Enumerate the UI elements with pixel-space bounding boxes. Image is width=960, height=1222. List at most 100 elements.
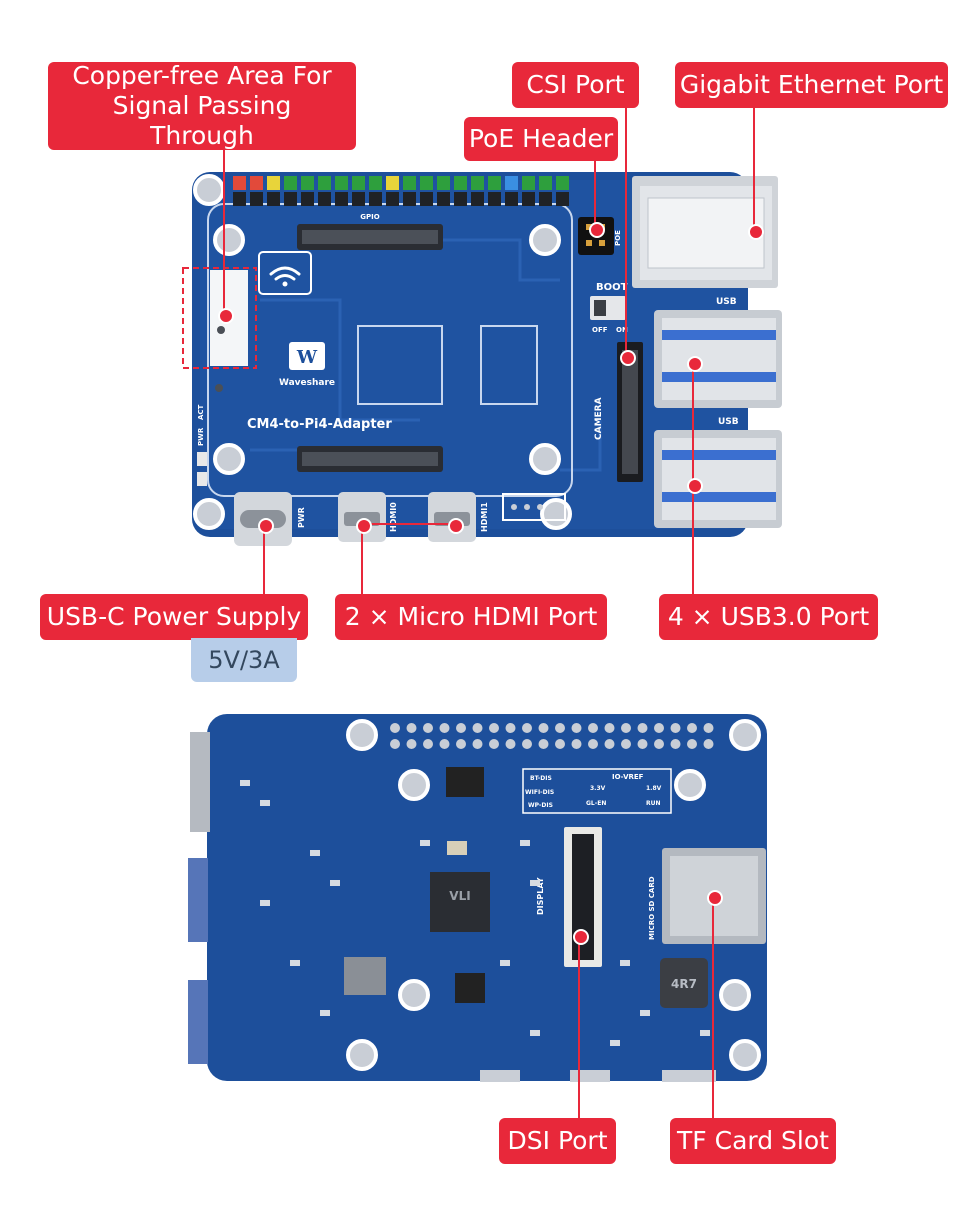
gpio-pin	[522, 192, 535, 206]
poe-header-marker	[589, 222, 605, 238]
gpio-pin	[267, 176, 280, 190]
gpio-pin	[556, 192, 569, 206]
gpio-pad	[670, 739, 681, 749]
gpio-pad	[439, 723, 450, 733]
usb-c-power-supply-label: USB-C Power Supply	[40, 594, 308, 640]
smd-part	[500, 960, 510, 966]
gpio-pin	[284, 192, 297, 206]
gpio-pad	[390, 739, 400, 749]
svg-text:W: W	[296, 347, 318, 368]
gpio-pad	[472, 723, 483, 733]
gpio-pin	[267, 192, 280, 206]
smd-part	[530, 880, 540, 886]
act-led-silkscreen: ACT	[197, 404, 205, 420]
tf-card-marker	[707, 890, 723, 906]
smd-part	[700, 1030, 710, 1036]
gpio-pin	[505, 192, 518, 206]
gpio-pin	[335, 176, 348, 190]
passive-components	[240, 780, 710, 1046]
csi-port-marker	[620, 350, 636, 366]
gpio-pad	[571, 739, 582, 749]
csi-port-label: CSI Port	[512, 62, 639, 108]
run-silkscreen: RUN	[646, 800, 661, 807]
gpio-pin	[386, 176, 399, 190]
display-silkscreen: DISPLAY	[536, 877, 545, 915]
usbc-marker	[258, 518, 274, 534]
gpio-pad	[703, 739, 714, 749]
gpio-pin	[471, 192, 484, 206]
gpio-pad	[555, 723, 565, 733]
poe-header-label: PoE Header	[464, 117, 618, 161]
gpio-pin	[420, 192, 433, 206]
smd-part	[420, 840, 430, 846]
gpio-pin	[522, 176, 535, 190]
gpio-pad	[621, 739, 631, 749]
usb3-port-label: 4 × USB3.0 Port	[659, 594, 878, 640]
gpio-pin	[233, 176, 246, 190]
gpio-pin	[471, 176, 484, 190]
gpio-pin	[505, 176, 518, 190]
gpio-pin	[556, 176, 569, 190]
poe-silkscreen: POE	[614, 230, 622, 246]
dsi-port-label: DSI Port	[499, 1118, 616, 1164]
gpio-pin	[318, 176, 331, 190]
gpio-pin	[488, 192, 501, 206]
copper-free-marker	[218, 308, 234, 324]
gpio-pin	[301, 176, 314, 190]
usb3-port-marker-bottom	[687, 478, 703, 494]
smd-part	[290, 960, 300, 966]
smd-part	[330, 880, 340, 886]
smd-part	[620, 960, 630, 966]
micro-sd-silkscreen: MICRO SD CARD	[648, 876, 656, 940]
gpio-pin	[318, 192, 331, 206]
gpio-pin	[352, 192, 365, 206]
gpio-pin	[454, 192, 467, 206]
gpio-pad	[439, 739, 450, 749]
usb3-ports-top	[654, 310, 782, 528]
gpio-pad	[406, 723, 417, 733]
usb3-port-marker-top	[687, 356, 703, 372]
gpio-pad	[423, 723, 433, 733]
pwr-led-silkscreen: PWR	[197, 427, 205, 446]
gpio-pad	[456, 739, 466, 749]
v33-silkscreen: 3.3V	[590, 785, 606, 792]
gpio-pin	[539, 176, 552, 190]
gpio-pin	[403, 176, 416, 190]
gpio-pad	[687, 739, 697, 749]
brand-silkscreen: Waveshare	[279, 378, 335, 388]
gpio-pin	[250, 192, 263, 206]
gpio-pad	[489, 739, 499, 749]
gpio-pin	[301, 192, 314, 206]
hdmi1-silkscreen: HDMI1	[480, 502, 489, 532]
gigabit-ethernet-port-label: Gigabit Ethernet Port	[675, 62, 948, 108]
mount-holes	[193, 174, 572, 530]
gpio-pad	[637, 739, 648, 749]
gpio-pad	[406, 739, 417, 749]
gpio-pad	[703, 723, 714, 733]
gpio-pad	[522, 723, 532, 733]
hdmi0-marker	[356, 518, 372, 534]
usb-top-silkscreen: USB	[716, 297, 737, 307]
v18-silkscreen: 1.8V	[646, 785, 662, 792]
gpio-pad	[423, 739, 433, 749]
gpio-pad	[505, 739, 516, 749]
gpio-pin	[488, 176, 501, 190]
copper-free-area-label: Copper-free Area For Signal Passing Thro…	[48, 61, 356, 150]
dsi-port-marker	[573, 929, 589, 945]
camera-silkscreen: CAMERA	[594, 397, 604, 440]
gpio-pad	[637, 723, 648, 733]
gpio-pad	[538, 723, 549, 733]
gpio-pad	[588, 723, 598, 733]
gpio-pad	[555, 739, 565, 749]
gpio-pad	[588, 739, 598, 749]
gpio-pads	[390, 723, 714, 749]
gpio-pad	[687, 723, 697, 733]
gpio-pad	[538, 739, 549, 749]
gpio-silkscreen: GPIO	[360, 213, 379, 221]
smd-part	[240, 780, 250, 786]
gpio-pin	[369, 176, 382, 190]
gpio-pin	[420, 176, 433, 190]
inductor-marking: 4R7	[671, 977, 697, 991]
off-silkscreen: OFF	[592, 326, 608, 334]
gpio-pin	[437, 192, 450, 206]
